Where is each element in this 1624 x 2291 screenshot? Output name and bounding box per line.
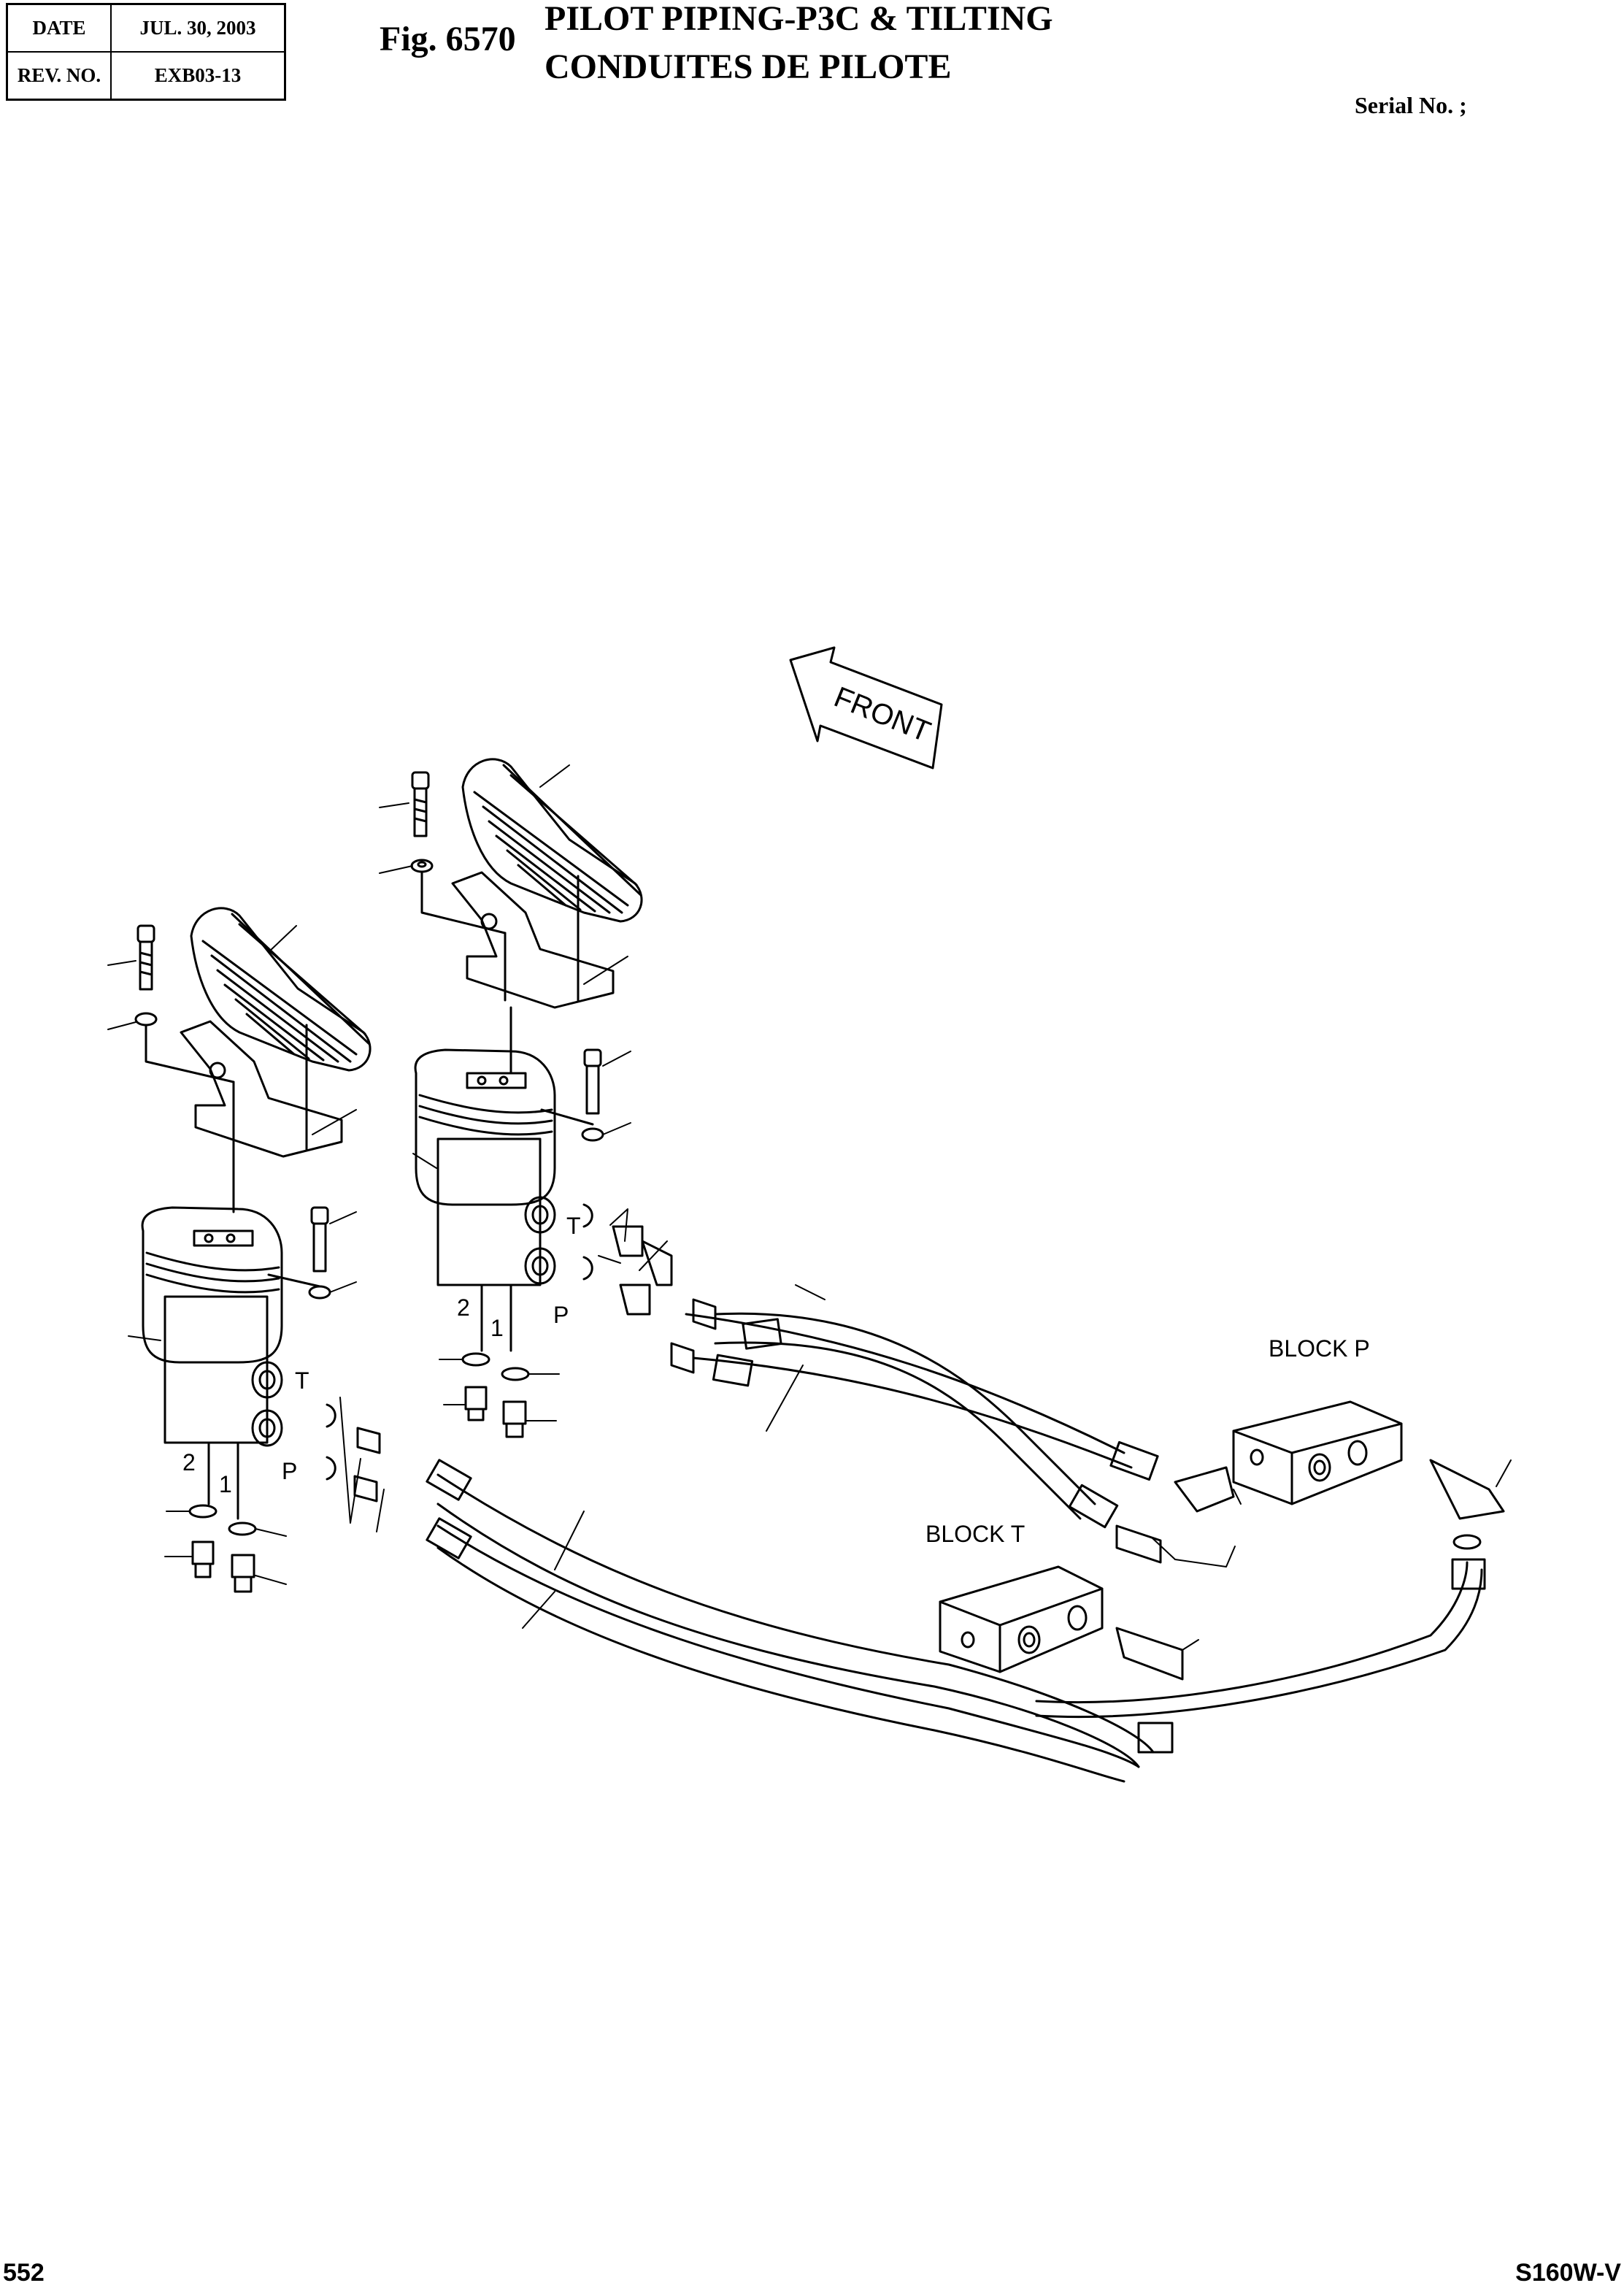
model-code: S160W-V — [1515, 2259, 1621, 2287]
lower-port-1: 1 — [219, 1471, 232, 1497]
lower-port-p: P — [282, 1458, 297, 1484]
front-label: FRONT — [830, 681, 935, 748]
upper-bolt — [410, 771, 507, 935]
port-labels: T P 1 2 T P 1 2 — [182, 1213, 581, 1497]
lower-port-t: T — [295, 1367, 309, 1394]
upper-pedal — [461, 758, 643, 923]
rev-label: REV. NO. — [6, 51, 112, 101]
upper-port-t: T — [566, 1213, 581, 1239]
upper-port-2: 2 — [457, 1294, 470, 1321]
serial-number-label: Serial No. ; — [1355, 92, 1467, 118]
date-value: JUL. 30, 2003 — [110, 3, 286, 53]
hoses — [426, 1312, 1486, 1783]
upper-valve-ports — [461, 1203, 593, 1438]
block-t-label: BLOCK T — [925, 1521, 1025, 1547]
lower-valve-ports — [188, 1403, 381, 1593]
lower-pedal-bracket — [180, 1020, 343, 1213]
revision-table: DATE JUL. 30, 2003 REV. NO. EXB03-13 — [6, 3, 286, 101]
lower-port-2: 2 — [182, 1449, 196, 1475]
block-p-label: BLOCK P — [1269, 1335, 1370, 1362]
lower-pilot-valve — [141, 1206, 283, 1447]
figure-title-french: CONDUITES DE PILOTE — [544, 47, 952, 86]
upper-valve-mount-bolt — [540, 1048, 604, 1142]
upper-pilot-valve — [414, 1006, 556, 1286]
lower-bolt — [134, 924, 235, 1083]
figure-number: Fig. 6570 — [380, 20, 516, 58]
front-arrow: FRONT — [789, 646, 943, 770]
lower-valve-mount-bolt — [267, 1206, 331, 1300]
upper-port-1: 1 — [490, 1315, 504, 1341]
date-label: DATE — [6, 3, 112, 53]
leader-lines — [107, 764, 1512, 1651]
rev-value: EXB03-13 — [110, 51, 286, 101]
figure-title-english: PILOT PIPING-P3C & TILTING — [544, 0, 1053, 38]
block-t: BLOCK T — [925, 1521, 1184, 1681]
upper-fittings — [612, 1225, 717, 1374]
upper-port-p: P — [553, 1302, 569, 1328]
lower-pedal — [190, 907, 372, 1072]
page-number: 552 — [3, 2259, 45, 2287]
block-p: BLOCK P — [1174, 1335, 1505, 1550]
